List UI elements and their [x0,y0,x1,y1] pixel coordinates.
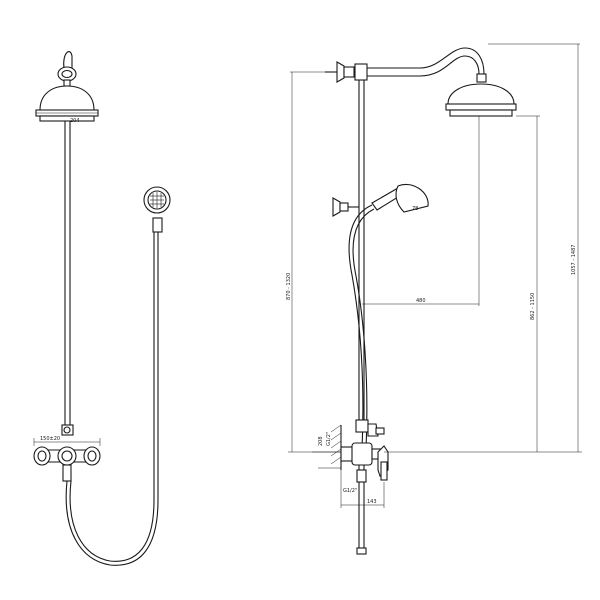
side-hose [348,204,373,451]
side-shower-head [447,83,515,105]
side-view: 78 870 - 1320 [286,43,582,555]
front-head-connector [63,79,71,87]
side-diverter [355,419,369,433]
side-hand-shower-size-label: 78 [412,206,418,212]
side-mixer-body [351,442,373,466]
front-shower-head [39,85,95,111]
dim-total-height-label: 1057 - 1487 [571,245,577,275]
front-mixer-centre [57,446,77,466]
side-outlet-end [356,547,367,555]
front-head-diameter-label: 204 [70,118,80,124]
front-hand-shower-handle [152,217,163,233]
side-top-tee [354,63,368,81]
dim-reach-label: 480 [416,298,426,304]
side-wall-label: 208 [318,436,324,446]
side-wall-bracket-top [336,61,345,83]
dim-bar-height-label: 870 - 1320 [286,273,292,300]
side-diverter-knob [375,427,385,435]
front-mixer-right-handle [83,446,101,466]
side-head-rim [445,103,517,111]
side-mixer-lever-handle [380,461,388,481]
front-hose [65,232,159,566]
side-holder-bracket [332,197,341,217]
front-head-ring [57,66,77,82]
front-head-arm [63,51,73,69]
side-thread-top-label: G1/2" [326,432,332,446]
front-outlet [62,464,72,482]
side-thread-bottom-label: G1/2" [343,488,357,494]
side-wall-hatching [330,424,342,465]
front-centres-label: 150±20 [40,436,60,442]
front-mixer-left-handle [33,446,51,466]
dim-head-height-label: 862 - 1150 [530,293,536,320]
side-head-arm [367,47,485,75]
front-hand-shower-holes [150,192,164,208]
front-diverter-knob [61,424,74,436]
dim-wall-offset-label: 143 [367,499,377,505]
front-view: 204 150±20 [33,51,171,566]
